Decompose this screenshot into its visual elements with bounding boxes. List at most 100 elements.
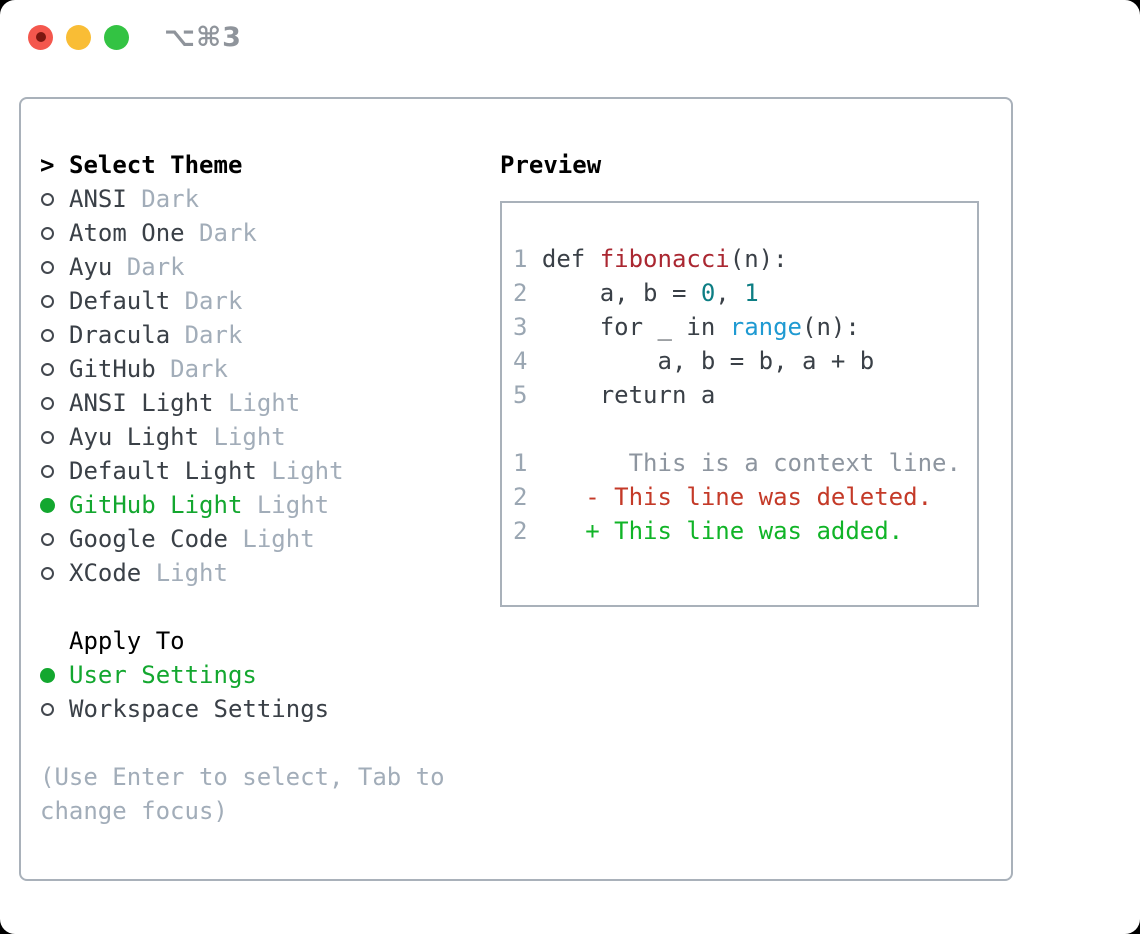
line-number: 5	[513, 381, 528, 409]
apply-to-option-label: Workspace Settings	[69, 695, 330, 723]
theme-option[interactable]: Default Light Light	[40, 454, 500, 488]
code-segment-deleted: - This line was deleted.	[585, 483, 933, 511]
apply-to-option[interactable]: Workspace Settings	[40, 692, 500, 726]
code-segment-code: a, b = b, a + b	[527, 347, 875, 375]
radio-unselected-icon	[41, 328, 54, 342]
code-line: 2 a, b = 0, 1	[513, 276, 969, 310]
theme-option[interactable]: XCode Light	[40, 556, 500, 590]
radio-unselected-icon	[41, 260, 54, 274]
theme-option[interactable]: Atom One Dark	[40, 216, 500, 250]
radio-cell	[40, 396, 69, 410]
radio-unselected-icon	[41, 532, 54, 546]
theme-option[interactable]: ANSI Dark	[40, 182, 500, 216]
apply-to-header: Apply To	[40, 624, 500, 658]
code-line: 5 return a	[513, 378, 969, 412]
apply-to-title: Apply To	[69, 627, 185, 655]
code-segment-code: (n):	[729, 245, 788, 273]
code-segment-code: a, b =	[527, 279, 701, 307]
select-theme-header: > Select Theme	[40, 148, 500, 182]
theme-name: GitHub Light	[69, 491, 257, 519]
hint-text: (Use Enter to select, Tab to change focu…	[40, 763, 445, 825]
radio-unselected-icon	[41, 226, 54, 240]
theme-name: ANSI Light	[69, 389, 228, 417]
theme-name: ANSI	[69, 185, 142, 213]
theme-option[interactable]: Ayu Light Light	[40, 420, 500, 454]
preview-box: 1 def fibonacci(n):2 a, b = 0, 1 3 for _ …	[500, 201, 979, 607]
theme-name: XCode	[69, 559, 156, 587]
line-number: 4	[513, 347, 528, 375]
radio-cell	[40, 497, 69, 513]
apply-to-option[interactable]: User Settings	[40, 658, 500, 692]
spacer	[40, 590, 500, 624]
radio-cell	[40, 464, 69, 478]
code-segment-builtin: range	[729, 313, 802, 341]
close-button-core	[35, 32, 46, 42]
line-number: 1	[513, 245, 528, 273]
prompt-caret-icon: >	[40, 151, 55, 179]
radio-unselected-icon	[41, 294, 54, 308]
theme-option[interactable]: Default Dark	[40, 284, 500, 318]
theme-variant: Dark	[170, 355, 228, 383]
title-bar: ⌥⌘3	[28, 21, 242, 53]
code-segment-code	[527, 483, 585, 511]
radio-unselected-icon	[41, 566, 54, 580]
code-segment-context: This is a context line.	[527, 449, 961, 477]
line-number: 1	[513, 449, 528, 477]
radio-cell	[40, 260, 69, 274]
theme-variant: Light	[227, 389, 301, 417]
theme-option[interactable]: GitHub Light Light	[40, 488, 500, 522]
theme-name: Default	[69, 287, 185, 315]
theme-option[interactable]: Dracula Dark	[40, 318, 500, 352]
code-line: 1 def fibonacci(n):	[513, 242, 969, 276]
theme-variant: Light	[256, 491, 330, 519]
theme-variant: Light	[213, 423, 286, 451]
theme-option[interactable]: Google Code Light	[40, 522, 500, 556]
code-line-blank	[513, 412, 969, 446]
code-line: 2 + This line was added.	[513, 514, 969, 548]
theme-option[interactable]: Ayu Dark	[40, 250, 500, 284]
line-number: 2	[513, 279, 528, 307]
maximize-button-icon[interactable]	[104, 24, 129, 50]
theme-name: Google Code	[69, 525, 243, 553]
minimize-button-icon[interactable]	[66, 24, 91, 50]
code-segment-code: for _ in	[527, 313, 730, 341]
radio-unselected-icon	[41, 192, 54, 206]
radio-cell	[40, 362, 69, 376]
radio-unselected-icon	[41, 464, 54, 478]
theme-variant: Dark	[199, 219, 257, 247]
theme-variant: Light	[155, 559, 228, 587]
radio-cell	[40, 667, 69, 683]
theme-option[interactable]: GitHub Dark	[40, 352, 500, 386]
select-theme-title: Select Theme	[69, 151, 243, 179]
theme-option[interactable]: ANSI Light Light	[40, 386, 500, 420]
window-title: ⌥⌘3	[164, 21, 242, 53]
code-segment-number: 1	[744, 279, 759, 307]
theme-variant: Dark	[184, 321, 243, 349]
line-number: 2	[513, 483, 528, 511]
theme-variant: Dark	[141, 185, 200, 213]
header-marker-cell: >	[40, 151, 69, 179]
code-segment-code: (n):	[802, 313, 860, 341]
close-button-icon[interactable]	[28, 24, 53, 50]
theme-variant: Dark	[126, 253, 185, 281]
code-segment-code: return a	[527, 381, 716, 409]
radio-unselected-icon	[41, 396, 54, 410]
code-segment-code	[527, 517, 585, 545]
code-line: 2 - This line was deleted.	[513, 480, 969, 514]
radio-unselected-icon	[41, 430, 54, 444]
radio-cell	[40, 328, 69, 342]
radio-unselected-icon	[41, 702, 54, 716]
theme-name: Dracula	[69, 321, 185, 349]
radio-cell	[40, 532, 69, 546]
radio-cell	[40, 566, 69, 580]
code-segment-number: 0	[700, 279, 716, 307]
radio-unselected-icon	[41, 362, 54, 376]
code-line: 1 This is a context line.	[513, 446, 969, 480]
line-number: 3	[513, 313, 528, 341]
code-segment-function: fibonacci	[599, 245, 730, 273]
radio-selected-icon	[40, 497, 55, 513]
radio-selected-icon	[40, 667, 55, 683]
